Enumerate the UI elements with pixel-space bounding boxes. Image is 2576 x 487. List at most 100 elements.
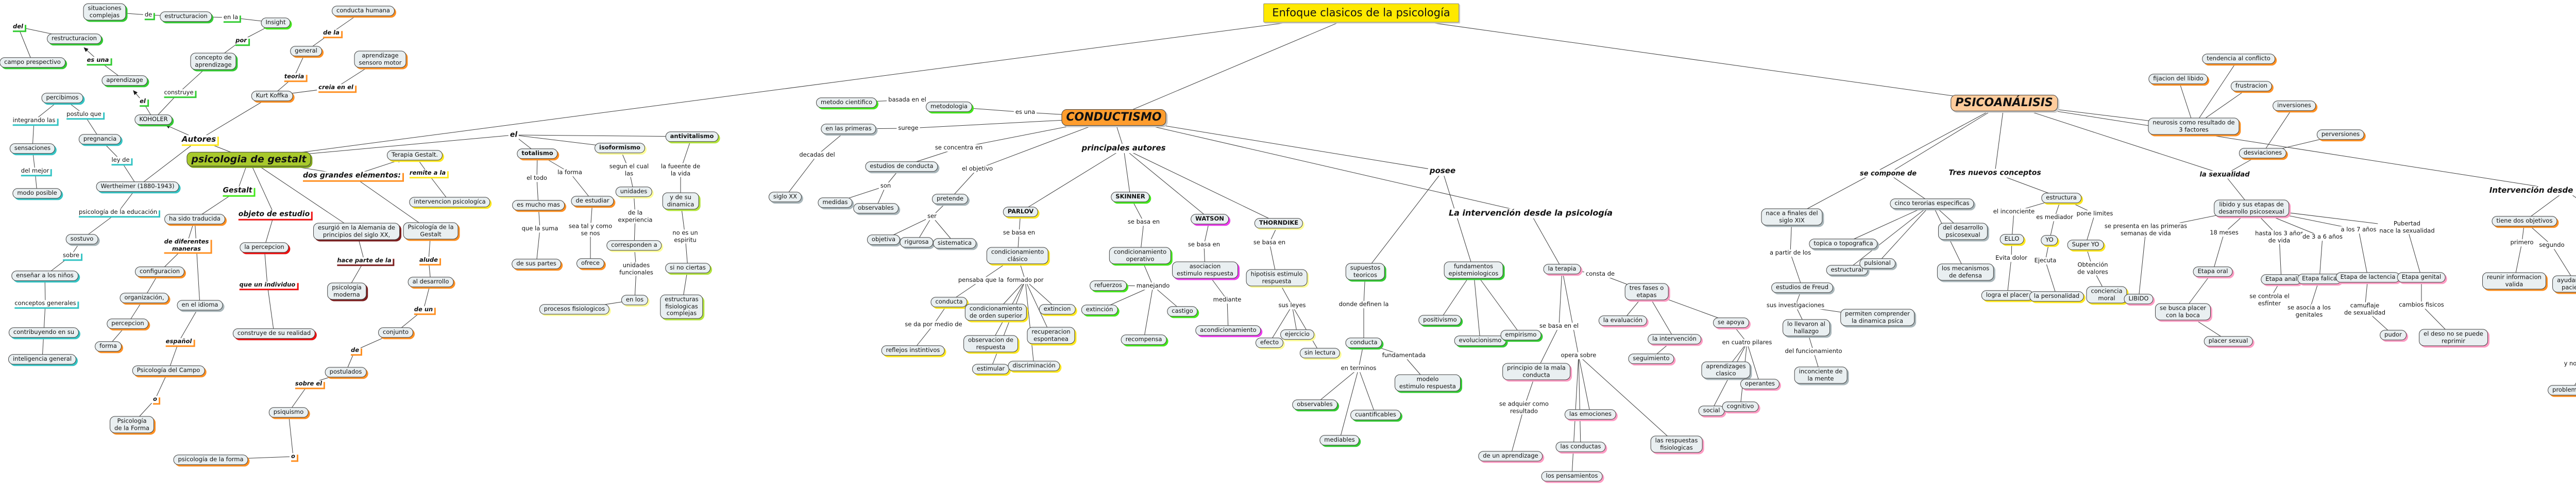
concept-cond-clasico[interactable]: condicionamiento clásico <box>986 247 1049 264</box>
link-label-interv-psicoan[interactable]: Intervención desde el Psicoanálisis <box>2487 186 2576 195</box>
concept-del-desarrollo[interactable]: del desarrollo psicosexual <box>1938 223 1988 240</box>
concept-aprendizages-clasico[interactable]: aprendizages clasico <box>1701 361 1751 379</box>
concept-si-no-ciertas[interactable]: si no ciertas <box>665 263 710 273</box>
concept-tendencia[interactable]: tendencia al conflicto <box>2202 54 2275 64</box>
link-label-sobre-el[interactable]: sobre el <box>293 380 324 388</box>
concept-estructural[interactable]: estructural <box>1826 265 1868 275</box>
concept-la-evaluacion[interactable]: la evaluación <box>1598 315 1648 326</box>
link-label-se-basa-w[interactable]: se basa en <box>1186 241 1222 248</box>
link-label-decadas-del[interactable]: decadas del <box>798 152 837 159</box>
concept-reunir[interactable]: reunir informacion valida <box>2482 272 2546 290</box>
link-label-asocia-genitales[interactable]: se asocia a los genitales <box>2286 304 2332 318</box>
concept-medidas[interactable]: medidas <box>818 197 853 208</box>
concept-es-mucho-mas[interactable]: es mucho mas <box>512 200 565 210</box>
concept-inconciente-mente[interactable]: inconciente de la mente <box>1794 366 1848 384</box>
link-label-cambios-fisicos[interactable]: cambios fisicos <box>2397 301 2446 309</box>
link-label-hasta-3[interactable]: hasta los 3 años de vida <box>2253 230 2305 244</box>
concept-sistematica[interactable]: sistematica <box>933 238 977 248</box>
concept-modelo-er[interactable]: modelo estimulo respuesta <box>1395 374 1461 392</box>
concept-extincion-y[interactable]: extincion <box>1039 304 1076 314</box>
concept-pretende[interactable]: pretende <box>931 194 969 204</box>
concept-fijacion[interactable]: fijacion del libido <box>2148 74 2208 84</box>
concept-castigo[interactable]: castigo <box>1167 306 1198 316</box>
link-label-el-inconciente[interactable]: el inconciente <box>1991 208 2037 215</box>
concept-watson[interactable]: WATSON <box>1191 214 1229 224</box>
concept-kurt-koffka[interactable]: Kurt Koffka <box>251 91 293 101</box>
concept-al-desarrollo[interactable]: al desarrollo <box>408 277 454 287</box>
concept-de-sus-partes[interactable]: de sus partes <box>512 259 561 269</box>
link-label-se-concentra[interactable]: se concentra en <box>933 144 985 152</box>
concept-gestalt-main[interactable]: psicologia de gestalt <box>187 152 311 167</box>
concept-ayudar[interactable]: ayudar a sus pacientes <box>2552 275 2576 293</box>
concept-supuestos[interactable]: supuestos teoricos <box>1345 263 1385 280</box>
link-label-que-la-suma[interactable]: que la suma <box>520 225 560 232</box>
concept-acondicionamiento[interactable]: acondicionamiento <box>1195 325 1261 335</box>
link-label-primero[interactable]: primero <box>2509 239 2535 246</box>
link-label-de-la-k[interactable]: de la <box>321 29 341 37</box>
concept-llevaron[interactable]: lo llevaron al hallazgo <box>1783 319 1830 337</box>
concept-esurgio[interactable]: esurgió en la Alemania de principios del… <box>313 223 400 240</box>
link-label-sea-tal[interactable]: sea tal y como se nos <box>567 223 614 237</box>
concept-inteligencia-general[interactable]: inteligencia general <box>8 354 77 364</box>
concept-cond-orden-sup[interactable]: condicionamiento de orden superior <box>964 304 1027 321</box>
link-label-sus-invest[interactable]: sus investigaciones <box>1765 302 1826 309</box>
concept-extincion-g[interactable]: extinción <box>1081 305 1118 315</box>
link-label-donde-definen[interactable]: donde definen la <box>1337 301 1391 308</box>
link-label-a-partir[interactable]: a partir de los <box>1768 249 1813 257</box>
link-label-de-un-2[interactable]: de un <box>412 306 435 313</box>
concept-reflejos[interactable]: reflejos instintivos <box>881 345 945 356</box>
concept-los-pensamientos[interactable]: los pensamientos <box>1541 471 1603 481</box>
link-label-formado-por[interactable]: formado por <box>1005 277 1045 284</box>
link-label-en-cuatro[interactable]: en cuatro pilares <box>1720 339 1774 346</box>
link-label-fueente[interactable]: la fueente de la vida <box>659 163 702 177</box>
link-label-pone-limites[interactable]: pone limites <box>2075 210 2115 217</box>
concept-postulados[interactable]: postulados <box>325 367 367 377</box>
concept-placer-sexual[interactable]: placer sexual <box>2204 336 2253 346</box>
link-label-sus-leyes[interactable]: sus leyes <box>1277 302 1308 309</box>
concept-wertheimer[interactable]: Wertheimer (1880-1943) <box>96 181 179 192</box>
link-label-se-adquier[interactable]: se adquier como resultado <box>1498 400 1550 415</box>
concept-psiquismo[interactable]: psiquismo <box>268 407 309 417</box>
concept-en-las-primeras[interactable]: en las primeras <box>821 124 876 134</box>
concept-etapa-lactencia[interactable]: Etapa de lactencia <box>2335 272 2400 282</box>
concept-campo-prespectivo[interactable]: campo prespectivo <box>0 57 65 68</box>
link-label-ejecuta[interactable]: Ejecuta <box>2032 257 2058 264</box>
link-label-se-basa-s[interactable]: se basa en <box>1126 219 1162 226</box>
concept-en-los[interactable]: en los <box>621 295 649 305</box>
concept-intervencion-psic[interactable]: intervencion psicologíca <box>409 197 490 207</box>
concept-problematica[interactable]: problematica <box>2548 385 2576 395</box>
concept-busca-placer[interactable]: se busca placer con la boca <box>2155 303 2211 321</box>
concept-de-estudiar[interactable]: de estudiar <box>571 196 614 206</box>
concept-insight[interactable]: Insight <box>261 18 291 28</box>
concept-pudor[interactable]: pudor <box>2380 330 2406 340</box>
concept-psic-forma[interactable]: Psicología de la Forma <box>110 416 154 433</box>
concept-recuperacion[interactable]: recuperacion espontanea <box>1027 327 1075 344</box>
link-label-y-no-de[interactable]: y no de manera <box>2562 360 2576 367</box>
concept-observables1[interactable]: observables <box>853 203 899 213</box>
link-label-el-t[interactable]: el <box>508 130 519 140</box>
concept-contribuyendo[interactable]: contribuyendo en su <box>8 327 79 338</box>
concept-sostuvo[interactable]: sostuvo <box>65 234 98 244</box>
link-label-no-es-espiritu[interactable]: no es un espiritu <box>671 229 700 244</box>
link-label-segun-el-cual[interactable]: segun el cual las <box>607 163 651 177</box>
concept-y-de-su-dinamica[interactable]: y de su dinamica <box>662 192 699 210</box>
link-label-son[interactable]: son <box>878 182 893 190</box>
concept-estructura[interactable]: estructura <box>2041 193 2081 203</box>
concept-modo-posible[interactable]: modo posible <box>12 188 62 198</box>
concept-neurosis[interactable]: neurosis como resultado de 3 factores <box>2148 117 2240 135</box>
link-label-conceptos-generales[interactable]: conceptos generales <box>13 300 78 307</box>
link-label-basada-en-el[interactable]: basada en el <box>887 96 928 104</box>
concept-mediables[interactable]: mediables <box>1319 435 1360 445</box>
link-label-camuflaje[interactable]: camuflaje de sexualidad <box>2342 302 2387 316</box>
concept-thorndike[interactable]: THORNDIKE <box>1254 218 1303 228</box>
link-label-la-sexualidad[interactable]: la sexualidad <box>2198 171 2251 179</box>
concept-se-apoya[interactable]: se apoya <box>1713 317 1749 328</box>
link-label-por-g[interactable]: por <box>234 37 248 44</box>
link-label-segundo[interactable]: segundo <box>2537 242 2566 249</box>
link-label-fundamentada[interactable]: fundamentada <box>1380 352 1428 359</box>
concept-parlov[interactable]: PARLOV <box>1003 207 1039 217</box>
link-label-interv-psic-lbl[interactable]: La intervención desde la psicología <box>1447 208 1615 219</box>
concept-estructuracion[interactable]: estructuracion <box>160 11 212 22</box>
concept-las-emociones[interactable]: las emociones <box>1564 409 1617 419</box>
concept-la-intervencion[interactable]: la intervención <box>1648 334 1701 344</box>
